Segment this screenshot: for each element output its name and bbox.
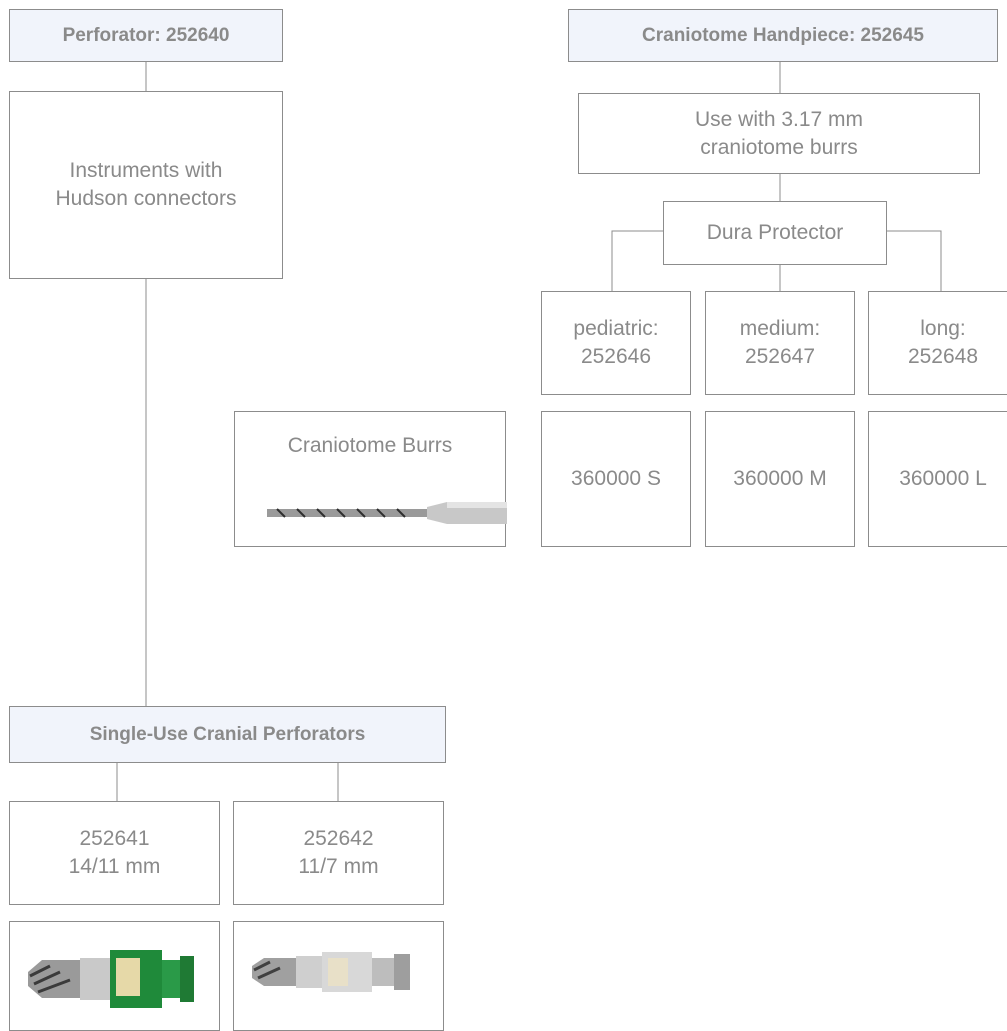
hudson-instruments-box: Instruments with Hudson connectors xyxy=(9,91,283,279)
connector-dura-long xyxy=(887,230,942,291)
craniotome-burrs-caption: Craniotome Burrs xyxy=(287,434,453,457)
use-with-line-2: craniotome burrs xyxy=(700,135,858,159)
single-use-title: Single-Use Cranial Perforators xyxy=(89,723,366,745)
burr-size-l-box: 360000 L xyxy=(868,411,1007,547)
protector-long-code: 252648 xyxy=(907,345,979,368)
dura-protector-label: Dura Protector xyxy=(706,221,844,244)
perforator-252642-size: 11/7 mm xyxy=(298,855,379,878)
burr-size-s-label: 360000 S xyxy=(571,467,661,490)
handpiece-header: Craniotome Handpiece: 252645 xyxy=(568,9,998,62)
connector-dura-pediatric xyxy=(611,230,663,291)
perforator-252641-box: 252641 14/11 mm xyxy=(9,801,220,905)
protector-long-label: long: xyxy=(920,317,966,340)
perforator-252642-image-box xyxy=(233,921,444,1031)
use-with-line-1: Use with 3.17 mm xyxy=(694,107,864,131)
protector-long-box: long: 252648 xyxy=(868,291,1007,395)
protector-medium-label: medium: xyxy=(739,317,821,340)
burr-size-m-label: 360000 M xyxy=(733,467,827,490)
burr-size-m-box: 360000 M xyxy=(705,411,855,547)
use-with-box: Use with 3.17 mm craniotome burrs xyxy=(578,93,980,174)
protector-medium-box: medium: 252647 xyxy=(705,291,855,395)
protector-pediatric-box: pediatric: 252646 xyxy=(541,291,691,395)
protector-pediatric-label: pediatric: xyxy=(573,317,659,340)
protector-pediatric-code: 252646 xyxy=(580,345,652,368)
perforator-header: Perforator: 252640 xyxy=(9,9,283,62)
perforator-title: Perforator: 252640 xyxy=(62,24,230,46)
perforator-grey-image xyxy=(252,952,410,992)
hudson-line-2: Hudson connectors xyxy=(55,187,237,210)
handpiece-title: Craniotome Handpiece: 252645 xyxy=(642,24,924,46)
perforator-252642-box: 252642 11/7 mm xyxy=(233,801,444,905)
perforator-green-image xyxy=(28,950,194,1008)
hudson-line-1: Instruments with xyxy=(69,159,223,182)
burr-size-l-label: 360000 L xyxy=(899,467,987,490)
perforator-252641-code: 252641 xyxy=(79,827,150,850)
burr-size-s-box: 360000 S xyxy=(541,411,691,547)
single-use-header: Single-Use Cranial Perforators xyxy=(9,706,446,763)
craniotome-burrs-box: Craniotome Burrs xyxy=(234,411,507,547)
perforator-252641-image-box xyxy=(9,921,220,1031)
protector-medium-code: 252647 xyxy=(744,345,816,368)
perforator-252641-size: 14/11 mm xyxy=(68,855,161,878)
dura-protector-box: Dura Protector xyxy=(663,201,887,265)
craniotome-burr-image xyxy=(267,502,507,524)
perforator-252642-code: 252642 xyxy=(303,827,374,850)
